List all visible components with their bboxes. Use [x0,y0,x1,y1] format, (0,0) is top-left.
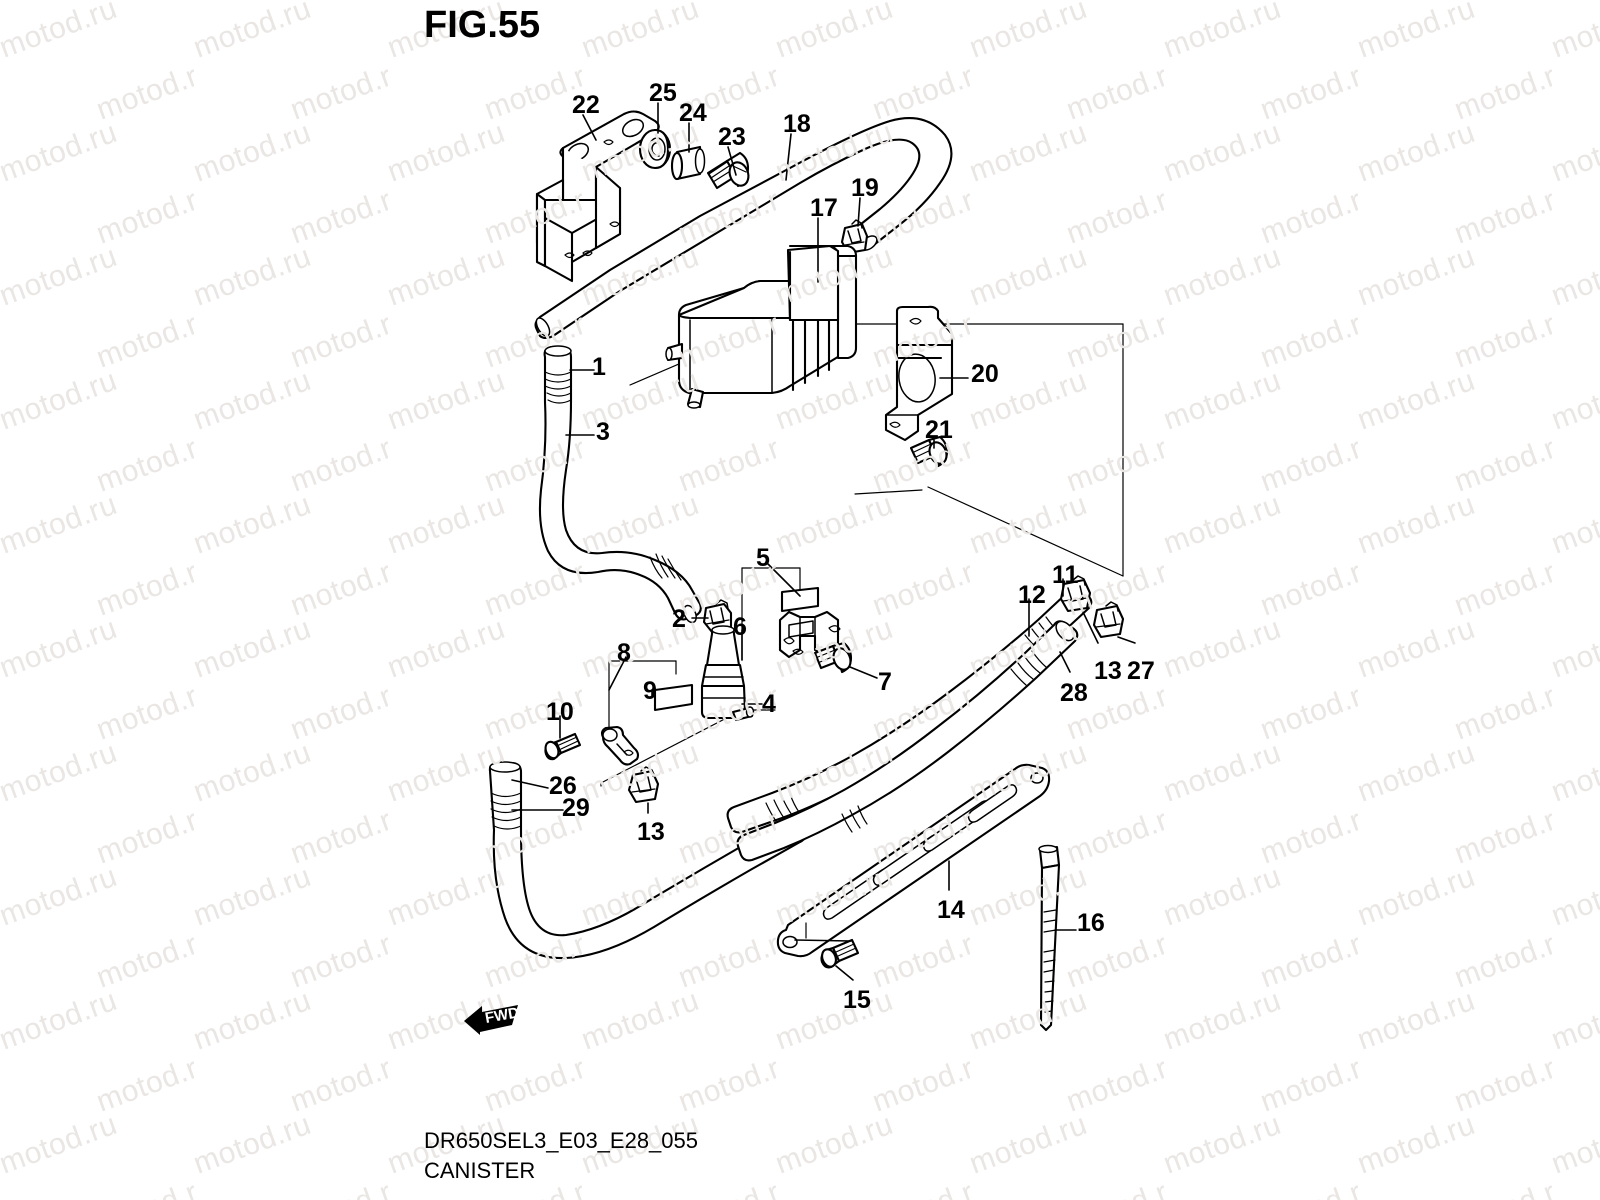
callout-11: 11 [1052,561,1079,589]
callout-5: 5 [756,544,770,572]
callout-29: 29 [562,794,590,822]
callout-22: 22 [572,91,600,119]
callout-24: 24 [679,99,707,127]
callout-15: 15 [843,986,871,1014]
figure-title: FIG.55 [424,4,541,46]
callout-16: 16 [1077,909,1105,937]
callout-19: 19 [851,174,879,202]
callout-7: 7 [878,668,892,696]
callout-18: 18 [783,110,811,138]
callout-13-right: 13 [1094,657,1122,685]
callout-1: 1 [592,353,606,381]
callout-4: 4 [762,690,776,718]
fwd-label: FWD [484,1004,521,1027]
figure-caption: DR650SEL3_E03_E28_055 CANISTER [424,1126,698,1185]
callout-28: 28 [1060,679,1088,707]
callout-6: 6 [733,613,747,641]
fwd-direction-marker: FWD [464,1004,521,1035]
callout-12: 12 [1018,581,1046,609]
callout-14: 14 [937,896,965,924]
callout-25: 25 [649,79,677,107]
caption-code: DR650SEL3_E03_E28_055 [424,1128,699,1153]
callout-27: 27 [1127,657,1155,685]
callout-2: 2 [672,605,686,633]
caption-name: CANISTER [424,1157,536,1183]
callout-23: 23 [718,123,746,151]
callout-20: 20 [971,360,999,388]
callout-3: 3 [596,418,610,446]
callout-8: 8 [617,639,631,667]
callout-21: 21 [925,416,953,444]
callout-9: 9 [643,677,657,705]
callout-17: 17 [810,194,838,222]
callout-10: 10 [546,698,574,726]
callout-13-left: 13 [637,818,665,846]
